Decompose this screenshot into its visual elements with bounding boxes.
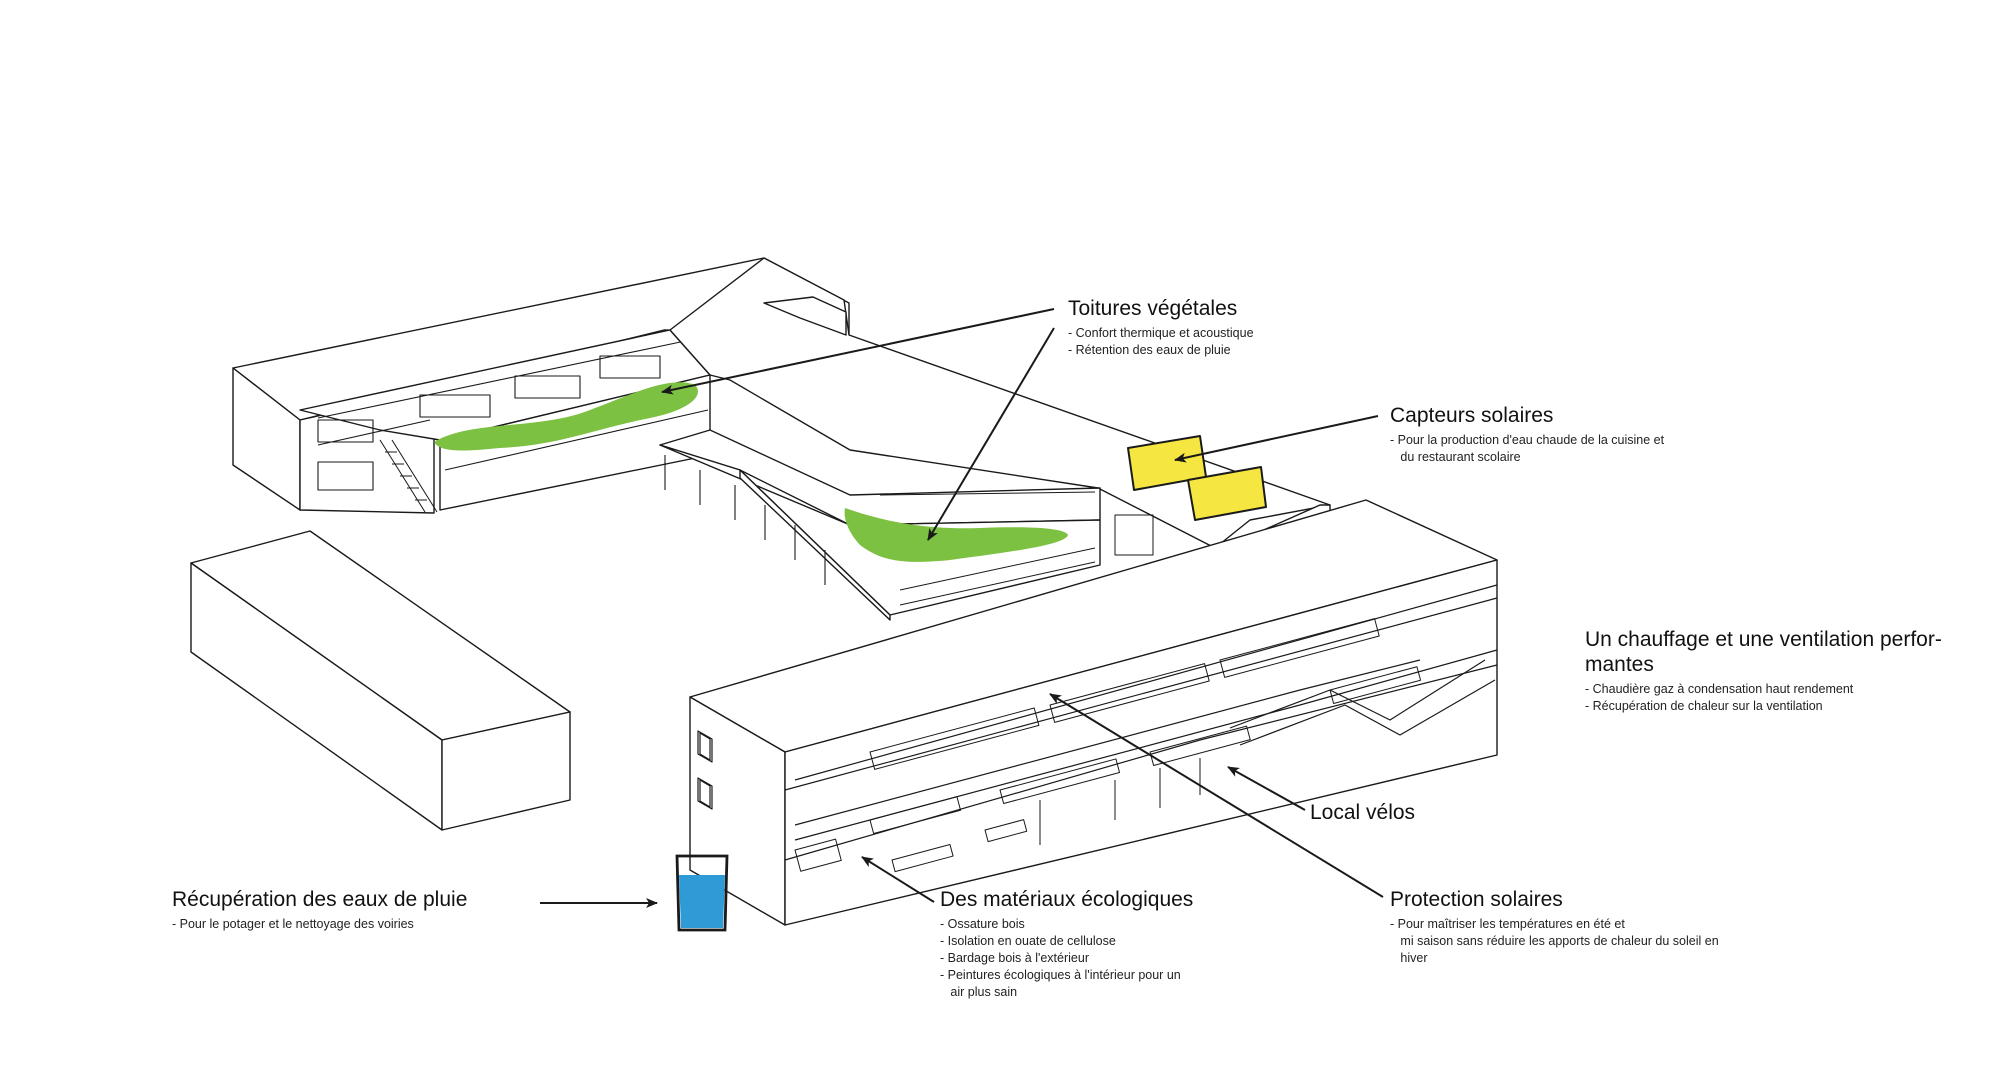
label-recuperation-item: - Pour le potager et le nettoyage des vo…	[172, 917, 414, 931]
label-recuperation-title: Récupération des eaux de pluie	[172, 888, 468, 911]
label-materiaux-item: - Ossature bois	[940, 917, 1025, 931]
label-chauffage-items: - Chaudière gaz à condensation haut rend…	[1585, 681, 1985, 715]
water-glass-outline	[675, 854, 729, 932]
label-recuperation: Récupération des eaux de pluie - Pour le…	[172, 887, 467, 933]
west-block	[190, 530, 571, 831]
leader-arrows	[540, 308, 1384, 908]
label-protection-title: Protection solaires	[1390, 888, 1563, 911]
arrow-protection	[1049, 693, 1384, 898]
label-toitures-item: - Confort thermique et acoustique	[1068, 326, 1254, 340]
label-capteurs-title: Capteurs solaires	[1390, 404, 1554, 427]
label-protection-item: hiver	[1390, 951, 1428, 965]
central-wing-columns	[664, 455, 826, 585]
east-wing	[689, 499, 1498, 926]
green-roof-north	[434, 382, 698, 451]
label-chauffage-item: - Récupération de chaleur sur la ventila…	[1585, 699, 1823, 713]
label-chauffage-title: Un chauffage et une ventilation perfor- …	[1585, 628, 1942, 676]
arrow-materiaux	[861, 856, 935, 903]
north-wing-windows	[317, 339, 709, 491]
central-wing-windows	[879, 491, 1154, 606]
label-capteurs-item: - Pour la production d'eau chaude de la …	[1390, 433, 1665, 447]
label-chauffage-item: - Chaudière gaz à condensation haut rend…	[1585, 682, 1854, 696]
label-capteurs-item: du restaurant scolaire	[1390, 450, 1521, 464]
label-velos: Local vélos	[1310, 800, 1415, 825]
label-protection-item: mi saison sans réduire les apports de ch…	[1390, 934, 1719, 948]
label-recuperation-items: - Pour le potager et le nettoyage des vo…	[172, 916, 467, 933]
solar-panel-icon	[1127, 435, 1267, 521]
green-roof-central	[844, 508, 1068, 562]
label-chauffage: Un chauffage et une ventilation perfor- …	[1585, 627, 1985, 715]
label-capteurs-items: - Pour la production d'eau chaude de la …	[1390, 432, 1664, 466]
arrow-toitures-central	[927, 327, 1055, 541]
east-wing-ground	[1039, 758, 1201, 845]
label-materiaux-item: - Bardage bois à l'extérieur	[940, 951, 1089, 965]
arrow-capteurs	[1174, 415, 1379, 463]
arrow-velos	[1227, 766, 1306, 811]
label-velos-title: Local vélos	[1310, 801, 1416, 824]
label-toitures-item: - Rétention des eaux de pluie	[1068, 343, 1231, 357]
east-wing-facade	[784, 559, 1498, 926]
label-materiaux-item: - Peintures écologiques à l'intérieur po…	[940, 968, 1181, 982]
solar-panel-b	[1187, 466, 1267, 521]
east-wing-windows	[794, 618, 1422, 873]
label-materiaux-item: air plus sain	[940, 985, 1018, 999]
central-wing-roof	[659, 429, 1101, 526]
north-wing	[232, 257, 850, 514]
label-toitures-items: - Confort thermique et acoustique - Réte…	[1068, 325, 1254, 359]
label-toitures-title: Toitures végétales	[1068, 297, 1238, 320]
label-materiaux: Des matériaux écologiques - Ossature boi…	[940, 887, 1193, 1001]
water-glass-fill	[679, 875, 725, 928]
upper-roof-notch	[763, 296, 847, 336]
arrow-toitures-north	[661, 308, 1055, 395]
east-wing-end-windows	[697, 730, 713, 810]
label-materiaux-items: - Ossature bois - Isolation en ouate de …	[940, 916, 1193, 1001]
staircase	[379, 439, 438, 513]
label-materiaux-title: Des matériaux écologiques	[940, 888, 1194, 911]
label-capteurs: Capteurs solaires - Pour la production d…	[1390, 403, 1664, 466]
central-wing-underside	[739, 469, 891, 621]
label-protection: Protection solaires - Pour maîtriser les…	[1390, 887, 1719, 967]
west-block-side	[441, 711, 571, 831]
label-protection-items: - Pour maîtriser les températures en été…	[1390, 916, 1719, 967]
water-glass-icon	[675, 854, 729, 932]
label-toitures: Toitures végétales - Confort thermique e…	[1068, 296, 1254, 359]
label-materiaux-item: - Isolation en ouate de cellulose	[940, 934, 1116, 948]
label-protection-item: - Pour maîtriser les températures en été…	[1390, 917, 1625, 931]
